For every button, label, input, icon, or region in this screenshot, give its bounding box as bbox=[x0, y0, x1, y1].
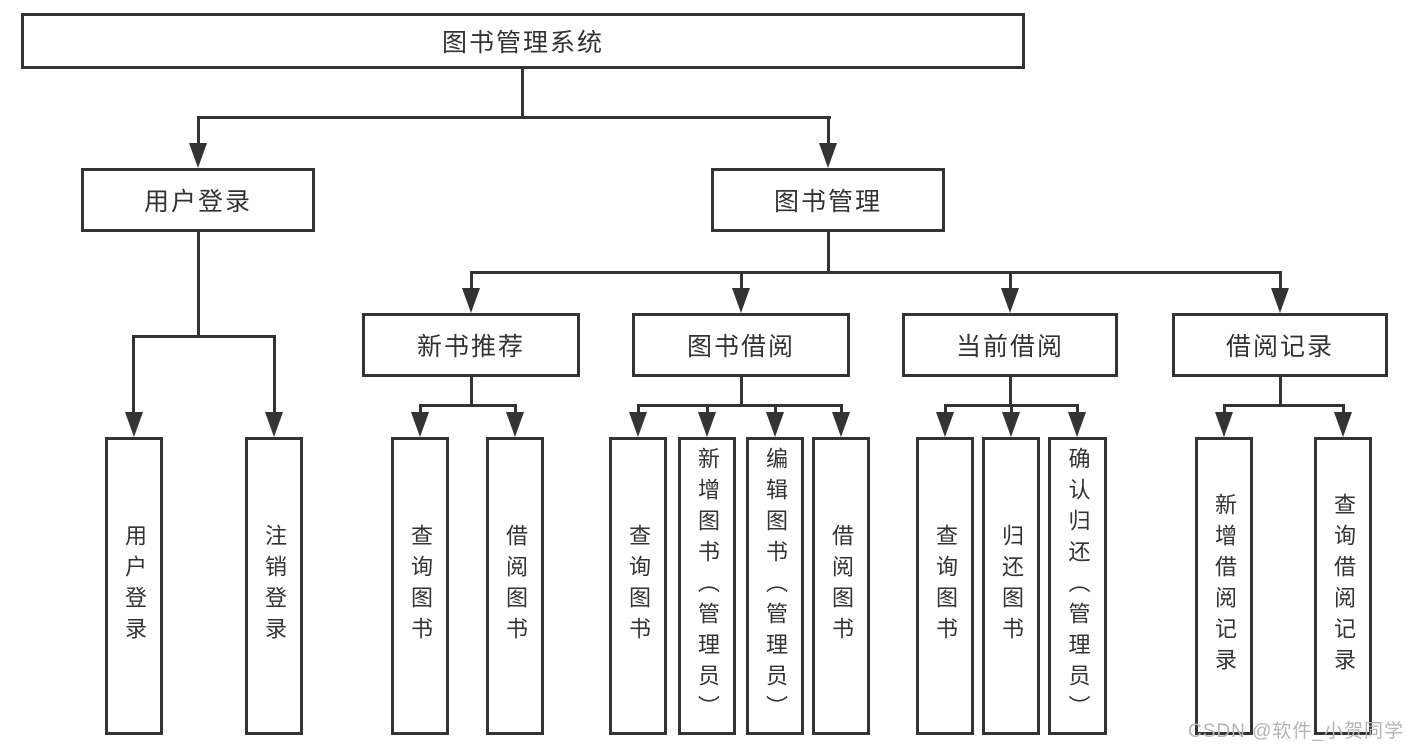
csdn-watermark: CSDN @软件_小贺同学 bbox=[1188, 721, 1404, 742]
arrow-down-icon bbox=[506, 412, 524, 437]
arrow-down-icon bbox=[1215, 412, 1233, 437]
node-new-book-recommend: 新书推荐 bbox=[362, 313, 580, 377]
leaf-query-books-borrowing: 查询图书 bbox=[609, 437, 667, 735]
connector-shaft bbox=[1342, 404, 1345, 413]
leaf-borrow-books-recommend: 借阅图书 bbox=[486, 437, 544, 735]
connector-shaft bbox=[419, 404, 422, 413]
connector-shaft bbox=[1009, 271, 1012, 290]
node-user-login: 用户登录 bbox=[81, 168, 315, 232]
leaf-user-login: 用户登录 bbox=[105, 437, 163, 735]
connector-shaft bbox=[706, 404, 709, 413]
connector-shaft bbox=[514, 404, 517, 413]
connector-shaft bbox=[827, 116, 830, 145]
node-borrowing-records: 借阅记录 bbox=[1172, 313, 1388, 377]
connector-level2-rail bbox=[197, 116, 831, 119]
connector-rail bbox=[419, 404, 517, 407]
connector-book-mgmt-stub bbox=[827, 232, 830, 274]
leaf-return-books: 归还图书 bbox=[982, 437, 1040, 735]
arrow-down-icon bbox=[1271, 288, 1289, 313]
connector-shaft bbox=[1076, 404, 1079, 413]
leaf-edit-books-admin: 编辑图书（管理员） bbox=[746, 437, 804, 735]
arrow-down-icon bbox=[1001, 288, 1019, 313]
leaf-query-books-current: 查询图书 bbox=[916, 437, 974, 735]
arrow-down-icon bbox=[411, 412, 429, 437]
arrow-down-icon bbox=[462, 288, 480, 313]
connector-shaft bbox=[740, 271, 743, 290]
arrow-down-icon bbox=[1068, 412, 1086, 437]
connector-shaft bbox=[470, 271, 473, 290]
leaf-query-borrow-record: 查询借阅记录 bbox=[1314, 437, 1372, 735]
arrow-down-icon bbox=[766, 412, 784, 437]
connector-shaft bbox=[774, 404, 777, 413]
connector-shaft bbox=[840, 404, 843, 413]
connector-shaft bbox=[273, 335, 276, 413]
connector-shaft bbox=[1010, 404, 1013, 413]
node-root-library-system: 图书管理系统 bbox=[21, 13, 1025, 69]
connector-stub bbox=[740, 377, 743, 406]
node-current-borrowing: 当前借阅 bbox=[902, 313, 1118, 377]
node-book-management: 图书管理 bbox=[711, 168, 945, 232]
connector-shaft bbox=[197, 116, 200, 145]
arrow-down-icon bbox=[125, 412, 143, 437]
arrow-down-icon bbox=[732, 288, 750, 313]
arrow-down-icon bbox=[1334, 412, 1352, 437]
leaf-query-books-recommend: 查询图书 bbox=[391, 437, 449, 735]
connector-shaft bbox=[944, 404, 947, 413]
arrow-down-icon bbox=[936, 412, 954, 437]
connector-rail bbox=[1223, 404, 1345, 407]
connector-shaft bbox=[132, 335, 135, 413]
arrow-down-icon bbox=[189, 143, 207, 168]
arrow-down-icon bbox=[1002, 412, 1020, 437]
connector-rail bbox=[637, 404, 843, 407]
connector-shaft bbox=[1223, 404, 1226, 413]
node-book-borrowing: 图书借阅 bbox=[632, 313, 850, 377]
leaf-add-books-admin: 新增图书（管理员） bbox=[678, 437, 736, 735]
leaf-logout: 注销登录 bbox=[245, 437, 303, 735]
connector-user-login-rail bbox=[132, 335, 276, 338]
connector-stub bbox=[1009, 377, 1012, 406]
arrow-down-icon bbox=[819, 143, 837, 168]
leaf-borrow-books: 借阅图书 bbox=[812, 437, 870, 735]
connector-shaft bbox=[1279, 271, 1282, 290]
connector-level3-rail bbox=[470, 271, 1282, 274]
connector-stub bbox=[1279, 377, 1282, 406]
arrow-down-icon bbox=[832, 412, 850, 437]
arrow-down-icon bbox=[265, 412, 283, 437]
connector-user-login-stub bbox=[197, 232, 200, 338]
connector-shaft bbox=[637, 404, 640, 413]
connector-root-stub bbox=[521, 69, 524, 118]
arrow-down-icon bbox=[698, 412, 716, 437]
arrow-down-icon bbox=[629, 412, 647, 437]
leaf-confirm-return-admin: 确认归还（管理员） bbox=[1048, 437, 1107, 735]
leaf-add-borrow-record: 新增借阅记录 bbox=[1195, 437, 1253, 735]
connector-stub bbox=[470, 377, 473, 406]
